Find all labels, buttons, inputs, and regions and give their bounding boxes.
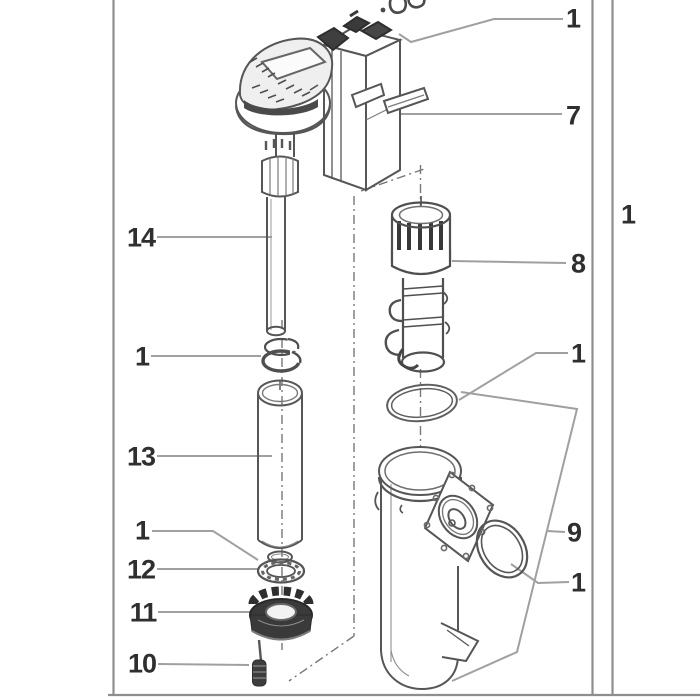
cage-band xyxy=(390,250,452,276)
leader-1-left-lower xyxy=(152,530,259,561)
head-block-right-face xyxy=(365,38,401,192)
cutoff-glyph-2 xyxy=(407,0,426,9)
sleeve-cylinder xyxy=(257,379,303,549)
top-edge-cutoff-marks xyxy=(380,0,426,14)
cap-base-skirt xyxy=(234,105,332,136)
cage-hook-1 xyxy=(388,298,403,323)
upper-oring xyxy=(386,383,458,423)
tube-collar xyxy=(261,155,299,198)
screw xyxy=(252,639,267,687)
cutoff-dot xyxy=(380,7,386,13)
leader-8 xyxy=(451,260,567,264)
page-frame xyxy=(108,0,700,697)
tube-bottom xyxy=(266,325,286,337)
leader-10 xyxy=(157,663,250,666)
leader-1-oring-upper xyxy=(458,352,568,401)
pump-head-unit xyxy=(234,9,430,192)
group-bracket-9 xyxy=(451,391,579,682)
housing-ear xyxy=(374,491,380,511)
housing-rim-inner xyxy=(384,451,456,491)
flange-gasket-oring xyxy=(475,519,529,579)
cutoff-glyph-1 xyxy=(388,0,408,14)
cap-dark-band xyxy=(244,99,318,116)
wave-washer xyxy=(256,558,306,584)
leader-1-oring-lower xyxy=(510,563,570,585)
cap-rear-dark xyxy=(316,26,350,52)
water-housing xyxy=(374,446,495,691)
head-side-tab xyxy=(350,82,386,109)
head-connector-block-2 xyxy=(359,20,393,41)
axis-lines xyxy=(281,165,428,682)
leader-9-tick xyxy=(546,530,566,533)
phantom-diag-bottom xyxy=(288,635,355,682)
cage-bottom-curl xyxy=(397,348,420,370)
tube-clip xyxy=(261,337,306,373)
cap-display-panel xyxy=(260,46,327,81)
phantom-diag-top xyxy=(360,167,428,192)
union-nut xyxy=(248,586,314,641)
leader-1-top xyxy=(398,18,563,44)
housing-body xyxy=(380,478,459,691)
housing-rim-outer xyxy=(378,446,462,496)
cage-hook-2 xyxy=(384,328,402,357)
head-block-front-face xyxy=(323,43,367,192)
head-connector-block xyxy=(342,15,371,34)
quartz-tube xyxy=(261,139,299,337)
housing-spout xyxy=(440,622,480,663)
leader-lines xyxy=(151,18,579,682)
rotor-cage xyxy=(384,196,452,373)
